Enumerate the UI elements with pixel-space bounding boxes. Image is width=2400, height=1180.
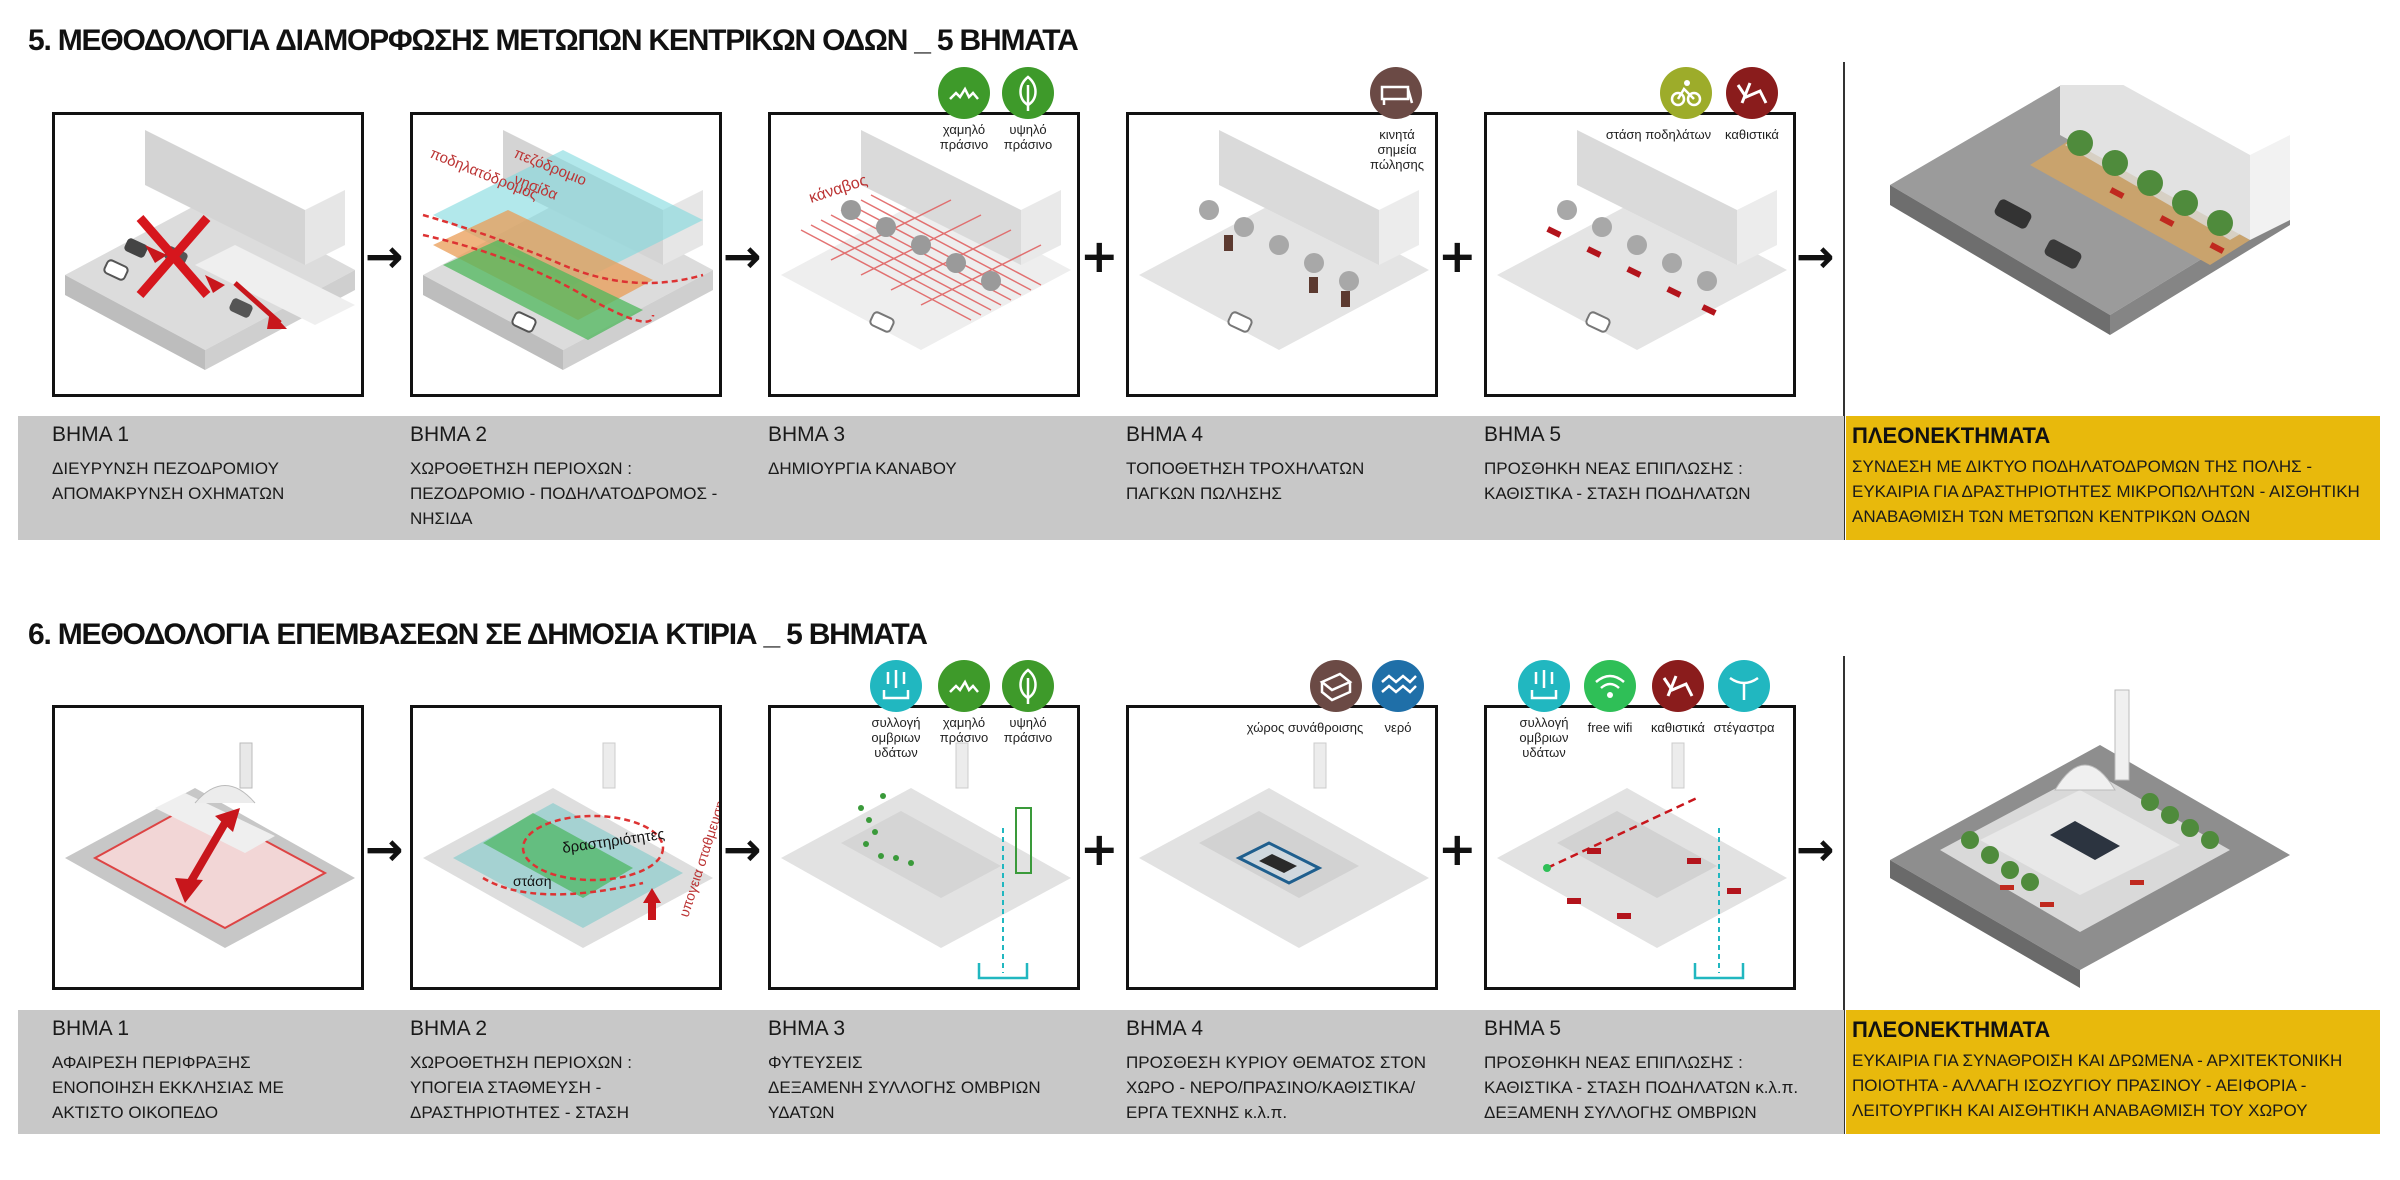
s2-step-2-title: ΒΗΜΑ 2	[410, 1017, 488, 1040]
seating-icon	[1726, 67, 1778, 119]
low-green-icon	[938, 67, 990, 119]
s2-step-2-desc: ΧΩΡΟΘΕΤΗΣΗ ΠΕΡΙΟΧΩΝ :ΥΠΟΓΕΙΑ ΣΤΑΘΜΕΥΣΗ -…	[410, 1053, 633, 1122]
plus-operator-2: +	[1438, 229, 1477, 283]
s2-step-2-diagram: δραστηριότητες στάση υπογεια σταθμευση	[410, 705, 722, 990]
arrow-operator-5: →	[723, 822, 762, 876]
seating-icon-2	[1652, 660, 1704, 712]
s2-step-5-diagram	[1484, 705, 1796, 990]
s2-step-1-title: ΒΗΜΑ 1	[52, 1017, 130, 1040]
arrow-operator-6: →	[1796, 822, 1835, 876]
section-2-steps-band	[18, 1010, 1844, 1134]
s1-step-1-title: ΒΗΜΑ 1	[52, 423, 130, 446]
section-2-advantages-panel	[1846, 1010, 2380, 1134]
arrow-operator-1: →	[365, 229, 404, 283]
s2-parking-label: υπογεια σταθμευση	[676, 798, 719, 918]
gathering-space-label: χώρος συνάθροισης	[1246, 720, 1364, 735]
final-render-street	[1880, 50, 2300, 380]
plus-operator-3: +	[1080, 822, 1119, 876]
bike-stop-label: στάση ποδηλάτων	[1605, 127, 1712, 142]
s1-step-2-title: ΒΗΜΑ 2	[410, 423, 488, 446]
high-green-icon	[1002, 660, 1054, 712]
arrow-operator-2: →	[723, 229, 762, 283]
step-4-diagram	[1126, 112, 1438, 397]
s2-advantages-title: ΠΛΕΟΝΕΚΤΗΜΑΤΑ	[1852, 1017, 2051, 1042]
s2-step-4-diagram	[1126, 705, 1438, 990]
s1-step-4-title: ΒΗΜΑ 4	[1126, 423, 1204, 446]
s1-advantages-desc: ΣΥΝΔΕΣΗ ΜΕ ΔΙΚΤΥΟ ΠΟΔΗΛΑΤΟΔΡΟΜΩΝ ΤΗΣ ΠΟΛ…	[1852, 457, 2360, 526]
mobile-stall-icon	[1370, 67, 1422, 119]
low-green-icon	[938, 660, 990, 712]
s1-step-2-desc: ΧΩΡΟΘΕΤΗΣΗ ΠΕΡΙΟΧΩΝ :ΠΕΖΟΔΡΟΜΙΟ - ΠΟΔΗΛΑ…	[410, 459, 718, 528]
s2-stop-label: στάση	[513, 873, 552, 889]
seating-label: καθιστικά	[1725, 127, 1779, 142]
wifi-icon	[1584, 660, 1636, 712]
s1-step-3-desc: ΔΗΜΙΟΥΡΓΙΑ ΚΑΝΑΒΟΥ	[768, 459, 957, 478]
section-2-title: 6. ΜΕΘΟΔΟΛΟΓΙΑ ΕΠΕΜΒΑΣΕΩΝ ΣΕ ΔΗΜΟΣΙΑ ΚΤΙ…	[28, 618, 928, 651]
gathering-space-icon	[1310, 660, 1362, 712]
step-2-diagram: πεζόδρομιο ποδηλατόδρομος νησίδα	[410, 112, 722, 397]
water-label: νερό	[1384, 720, 1412, 735]
s3-grid-label: κάναβος	[807, 172, 870, 207]
canopy-icon	[1718, 660, 1770, 712]
step-3-diagram: κάναβος	[768, 112, 1080, 397]
section-1-advantages-panel	[1846, 416, 2380, 540]
step-5-diagram	[1484, 112, 1796, 397]
section-1-divider	[1843, 62, 1845, 540]
final-render-church	[1880, 670, 2300, 995]
canopy-label: στέγαστρα	[1713, 720, 1775, 735]
arrow-operator-3: →	[1796, 229, 1835, 283]
high-green-icon	[1002, 67, 1054, 119]
arrow-operator-4: →	[365, 822, 404, 876]
s1-advantages-title: ΠΛΕΟΝΕΚΤΗΜΑΤΑ	[1852, 423, 2051, 448]
s1-step-5-desc: ΠΡΟΣΘΗΚΗ ΝΕΑΣ ΕΠΙΠΛΩΣΗΣ :ΚΑΘΙΣΤΙΚΑ - ΣΤΑ…	[1484, 459, 1751, 503]
s2-step-5-desc: ΠΡΟΣΘΗΚΗ ΝΕΑΣ ΕΠΙΠΛΩΣΗΣ :ΚΑΘΙΣΤΙΚΑ - ΣΤΑ…	[1484, 1053, 1799, 1122]
s1-step-3-title: ΒΗΜΑ 3	[768, 423, 846, 446]
plus-operator-1: +	[1080, 229, 1119, 283]
water-icon	[1372, 660, 1424, 712]
s2-step-1-diagram	[52, 705, 364, 990]
s1-step-5-title: ΒΗΜΑ 5	[1484, 423, 1562, 446]
s2-step-3-title: ΒΗΜΑ 3	[768, 1017, 846, 1040]
section-1-title: 5. ΜΕΘΟΔΟΛΟΓΙΑ ΔΙΑΜΟΡΦΩΣΗΣ ΜΕΤΩΠΩΝ ΚΕΝΤΡ…	[28, 24, 1079, 57]
s2-step-3-diagram	[768, 705, 1080, 990]
rain-collection-icon	[870, 660, 922, 712]
s2-step-4-title: ΒΗΜΑ 4	[1126, 1017, 1204, 1040]
bike-stop-icon	[1660, 67, 1712, 119]
rain-collection-icon-2	[1518, 660, 1570, 712]
s2-advantages-desc: ΕΥΚΑΙΡΙΑ ΓΙΑ ΣΥΝΑΘΡΟΙΣΗ ΚΑΙ ΔΡΩΜΕΝΑ - ΑΡ…	[1852, 1051, 2343, 1120]
seating-label-2: καθιστικά	[1651, 720, 1705, 735]
section-1-steps-band	[18, 416, 1844, 540]
step-1-diagram	[52, 112, 364, 397]
plus-operator-4: +	[1438, 822, 1477, 876]
s2-step-5-title: ΒΗΜΑ 5	[1484, 1017, 1562, 1040]
wifi-label: free wifi	[1587, 720, 1633, 735]
section-2-divider	[1843, 656, 1845, 1134]
